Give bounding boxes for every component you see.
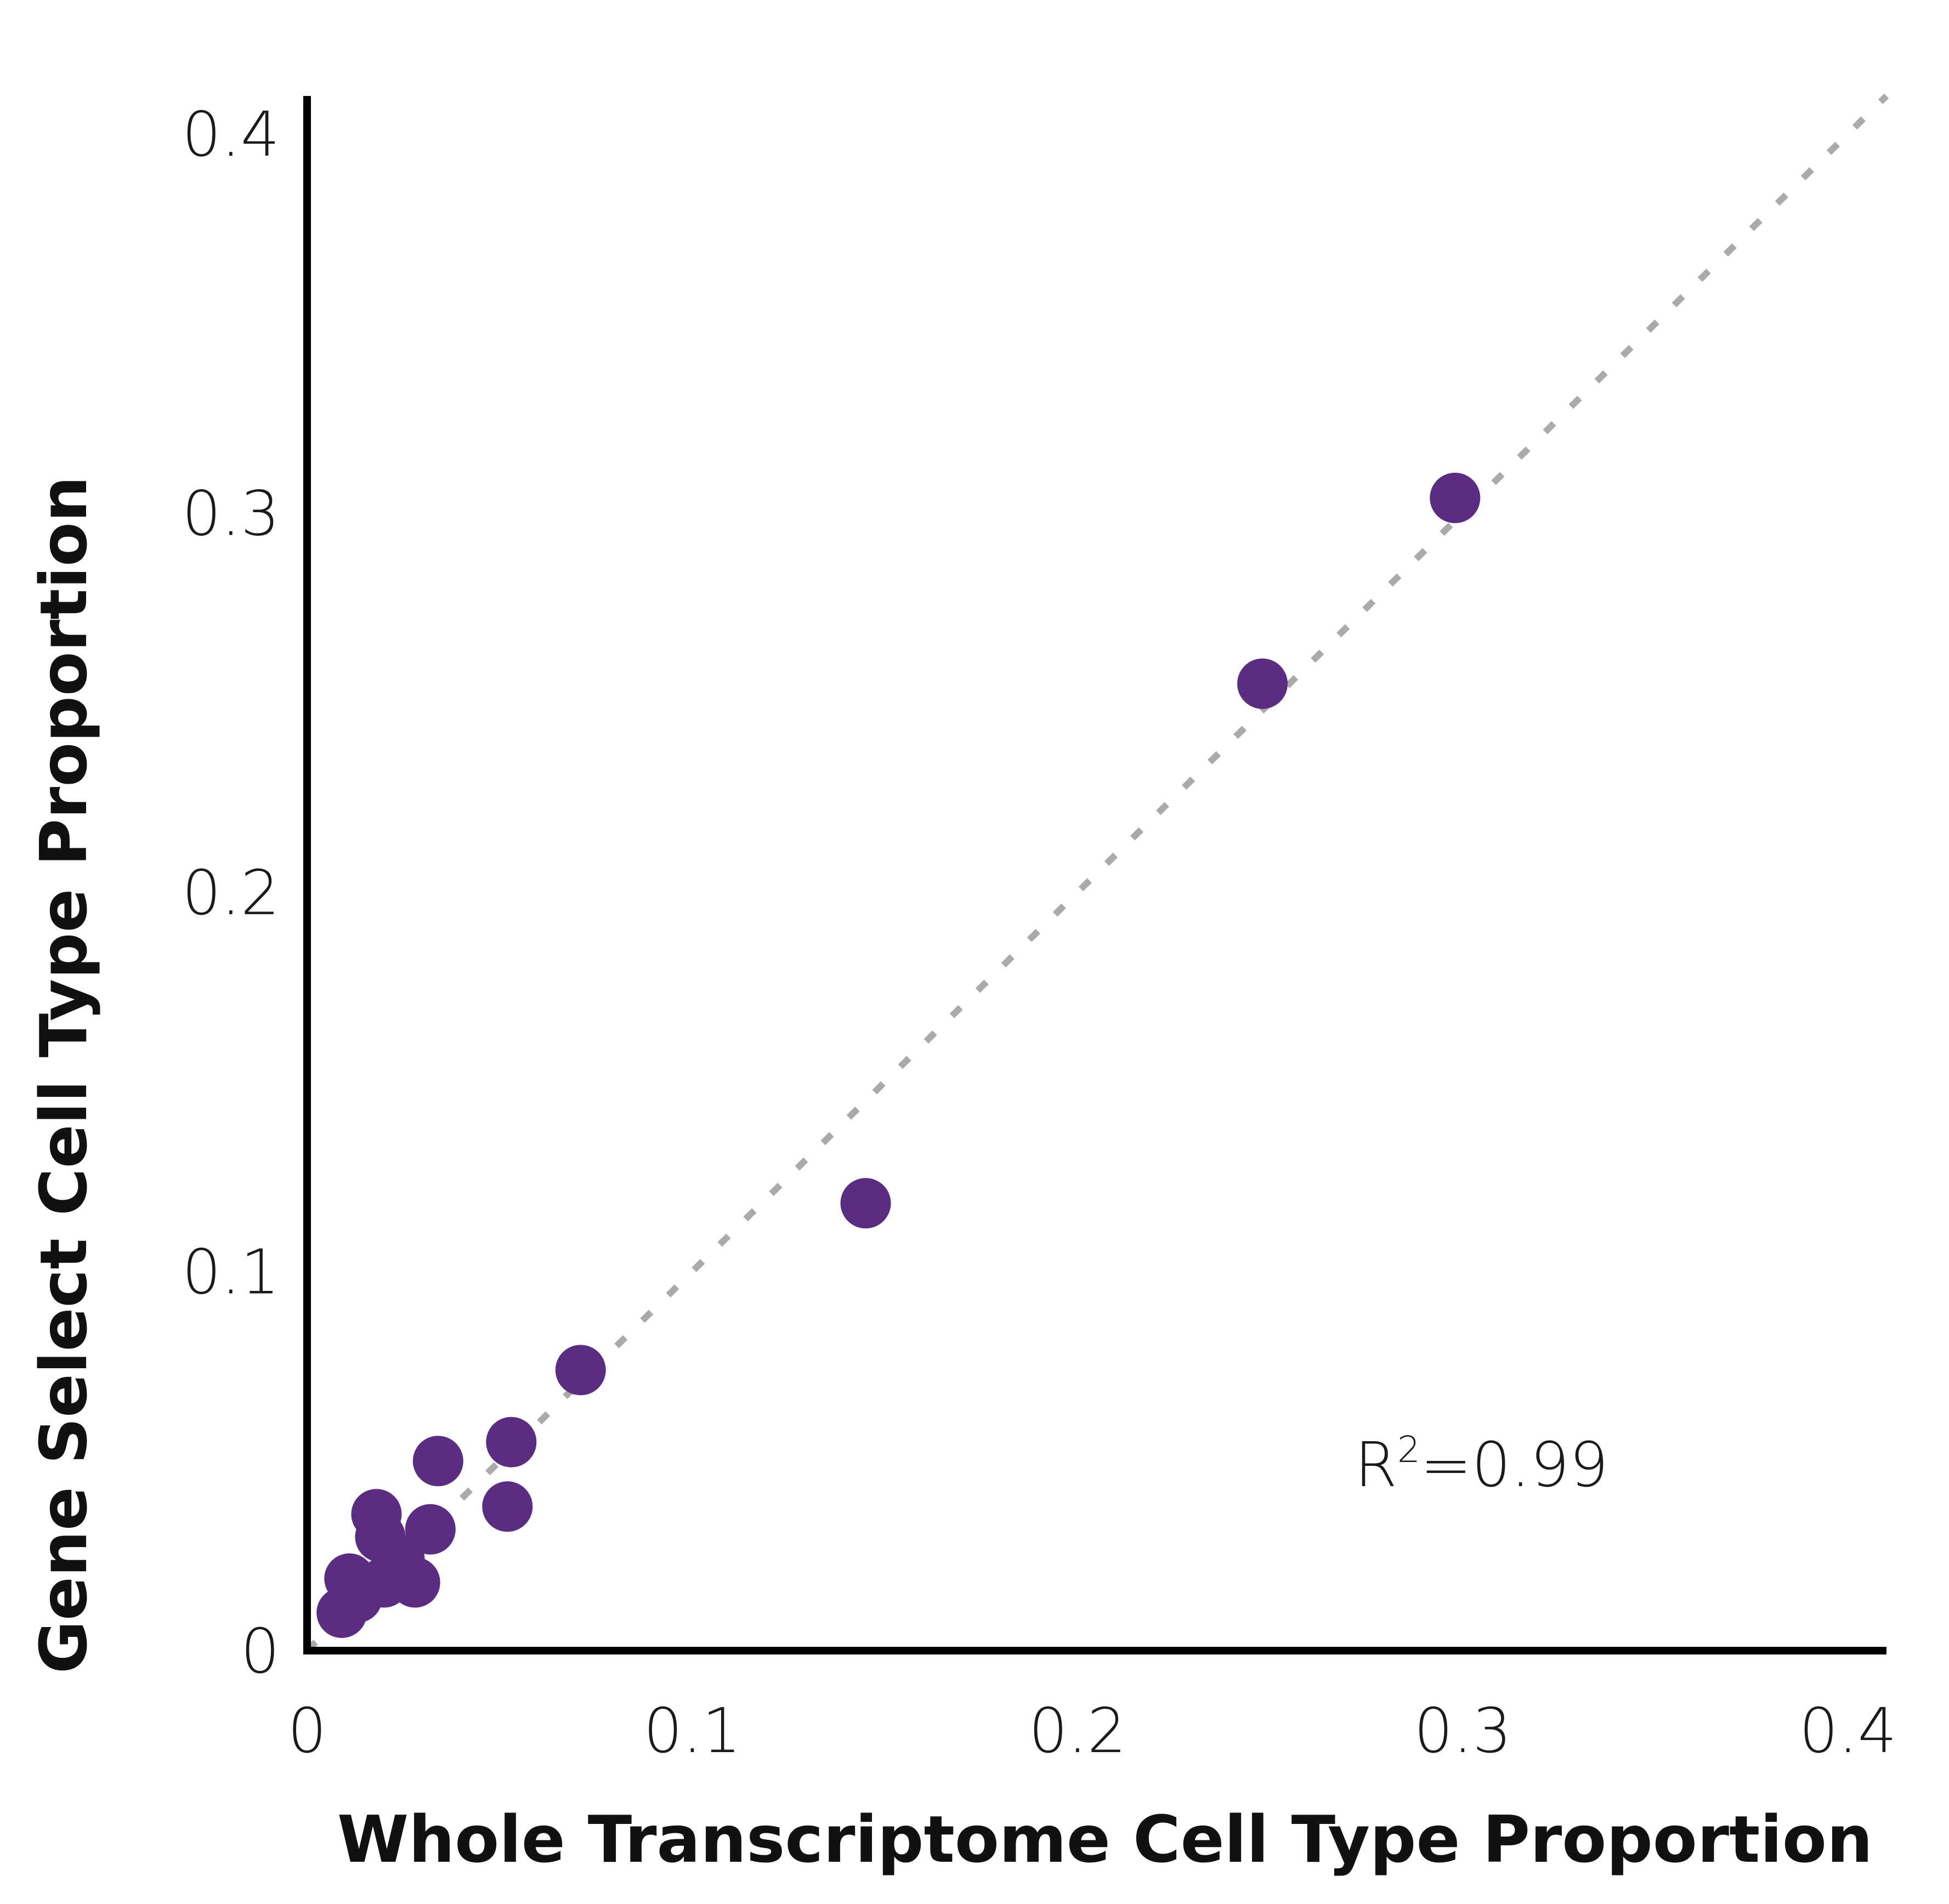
r-squared-value: =0.99 [1420,1430,1608,1501]
data-points [316,472,1481,1638]
x-tick-label: 0.3 [1414,1696,1511,1767]
data-point-9 [405,1504,456,1555]
x-tick-label: 0.2 [1029,1696,1126,1767]
data-point-6 [412,1436,463,1487]
data-point-7 [482,1481,533,1532]
y-axis-title: Gene Select Cell Type Proportion [26,476,101,1674]
reference-line-layer [304,93,1889,1653]
r-squared-base: R [1355,1430,1397,1501]
tick-labels: 0 0.1 0.2 0.3 0.4 0 0.1 0.2 0.3 0.4 [182,99,1897,1767]
x-tick-label: 0.4 [1799,1696,1897,1767]
data-point-16 [316,1587,367,1638]
r-squared-superscript: 2 [1397,1429,1420,1471]
x-tick-label: 0 [287,1696,326,1767]
y-tick-label: 0.1 [182,1237,280,1308]
y-tick-label: 0.3 [182,479,280,550]
axes [303,96,1886,1654]
data-point-1 [1430,472,1481,523]
x-tick-label: 0.1 [643,1696,741,1767]
y-tick-label: 0.2 [182,858,280,929]
data-point-4 [555,1345,606,1396]
r-squared-annotation: R2=0.99 [1355,1429,1608,1501]
data-point-14 [389,1557,440,1608]
data-point-2 [1237,658,1288,709]
y-tick-label: 0 [241,1616,280,1687]
data-point-5 [486,1416,537,1467]
reference-line-identity [304,93,1889,1653]
data-point-3 [840,1178,891,1229]
y-tick-label: 0.4 [182,99,280,171]
x-axis-title: Whole Transcriptome Cell Type Proportion [337,1801,1873,1877]
